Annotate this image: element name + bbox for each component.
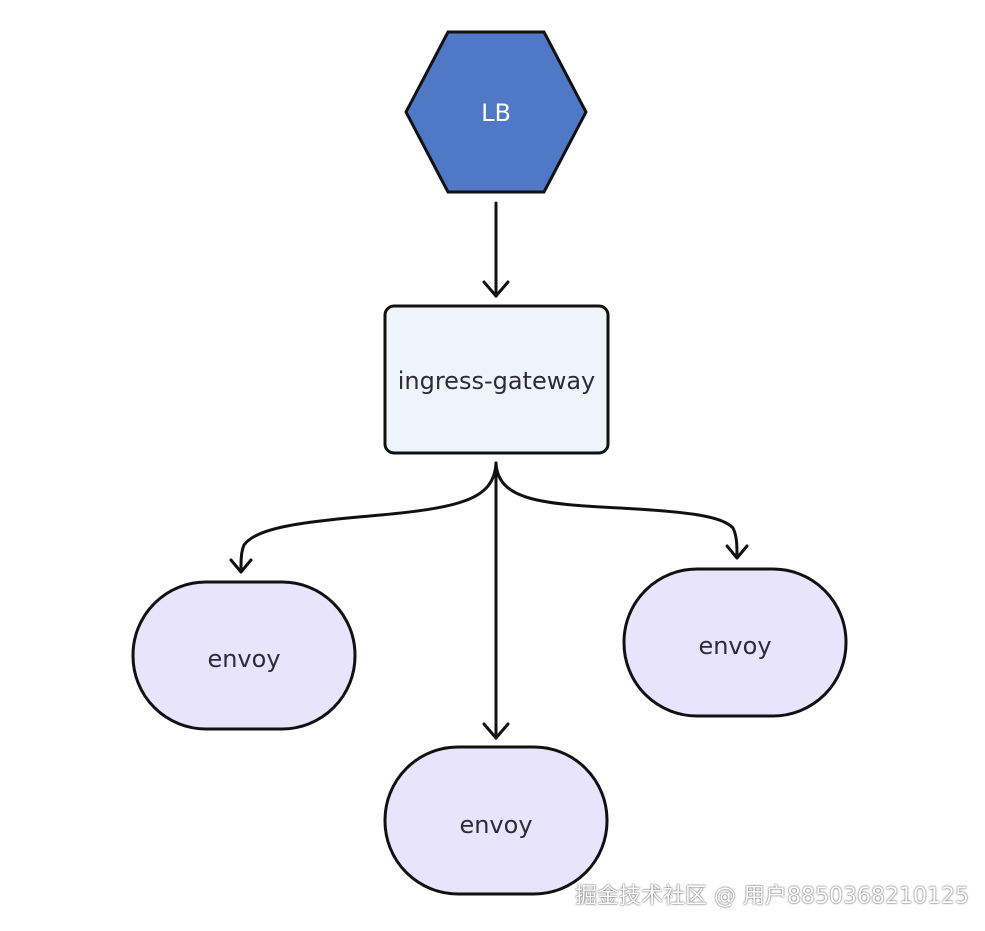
envoy-label-bottom: envoy: [459, 811, 532, 839]
lb-hexagon: [404, 30, 588, 194]
edge-gateway-to-envoy-bottom: [482, 461, 510, 740]
arrow-head: [229, 558, 253, 574]
edge-gateway-to-envoy-right: [494, 461, 749, 560]
envoy-label-right: envoy: [698, 632, 771, 660]
envoy-node-bottom[interactable]: envoy: [383, 745, 609, 896]
gateway-label: ingress-gateway: [398, 367, 596, 395]
edge-gateway-to-envoy-left: [229, 461, 498, 574]
gateway-box: [383, 304, 610, 455]
envoy-pill-left: [131, 580, 357, 731]
envoy-node-left[interactable]: envoy: [131, 580, 357, 731]
edge-curve: [494, 461, 739, 558]
lb-node[interactable]: LB: [404, 30, 588, 194]
gateway-node[interactable]: ingress-gateway: [383, 304, 610, 455]
lb-label: LB: [481, 99, 511, 127]
watermark-text: 掘金技术社区 @ 用户8850368210125: [575, 884, 969, 909]
arrow-head: [725, 544, 749, 560]
arrow-head: [482, 280, 510, 298]
envoy-pill-bottom: [383, 745, 609, 896]
envoy-pill-right: [622, 567, 848, 718]
arrow-head: [482, 722, 510, 740]
envoy-label-left: envoy: [207, 645, 280, 673]
envoy-node-right[interactable]: envoy: [622, 567, 848, 718]
edge-curve: [239, 461, 498, 572]
edge-lb-to-gateway: [482, 201, 510, 298]
